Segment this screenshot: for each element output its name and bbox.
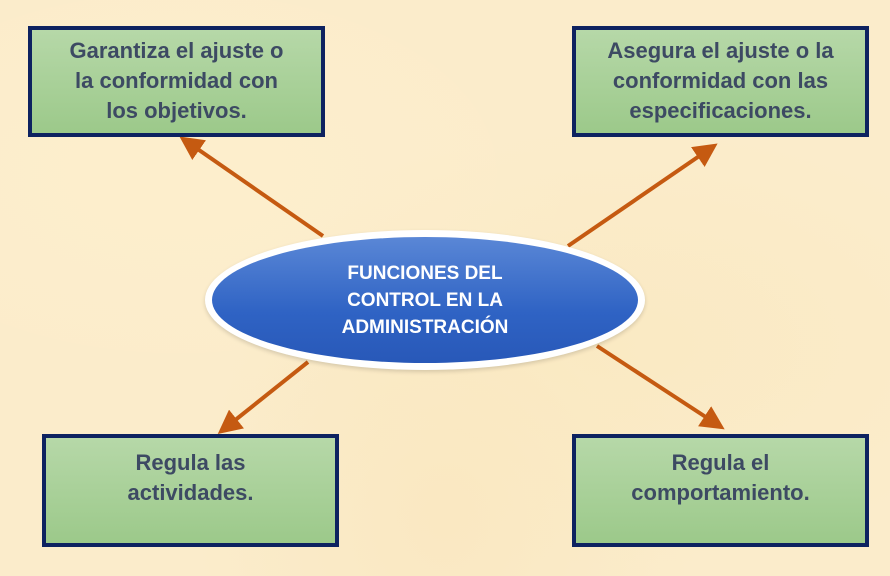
node-text-line: Asegura el ajuste o la [607,38,834,63]
node-bottom-left: Regula las actividades. [42,434,339,547]
node-text-line: Regula el [671,450,770,475]
node-text-line: conformidad con las [612,68,829,93]
node-text-line: actividades. [127,480,254,505]
node-text-line: especificaciones. [629,98,812,123]
ellipse-fill [212,237,638,363]
node-bottom-right: Regula el comportamiento. [572,434,869,547]
node-top-left: Garantiza el ajuste o la conformidad con… [28,26,325,137]
node-top-right: Asegura el ajuste o la conformidad con l… [572,26,869,137]
center-title-line: FUNCIONES DEL [347,263,503,284]
node-text-line: Garantiza el ajuste o [69,38,284,63]
arrow-to-bottom-left [217,360,310,434]
node-text-line: Regula las [135,450,246,475]
arrow-to-top-left [179,136,325,238]
center-ellipse: FUNCIONES DEL CONTROL EN LA ADMINISTRACI… [205,230,645,370]
center-title-line: CONTROL EN LA [347,290,503,311]
center-title-line: ADMINISTRACIÓN [341,317,509,338]
node-text-line: comportamiento. [631,480,810,505]
node-text-line: los objetivos. [106,98,247,123]
arrow-to-bottom-right [595,344,725,430]
center-title: FUNCIONES DEL CONTROL EN LA ADMINISTRACI… [205,260,645,341]
arrow-to-top-right [566,143,718,248]
node-text-line: la conformidad con [75,68,278,93]
